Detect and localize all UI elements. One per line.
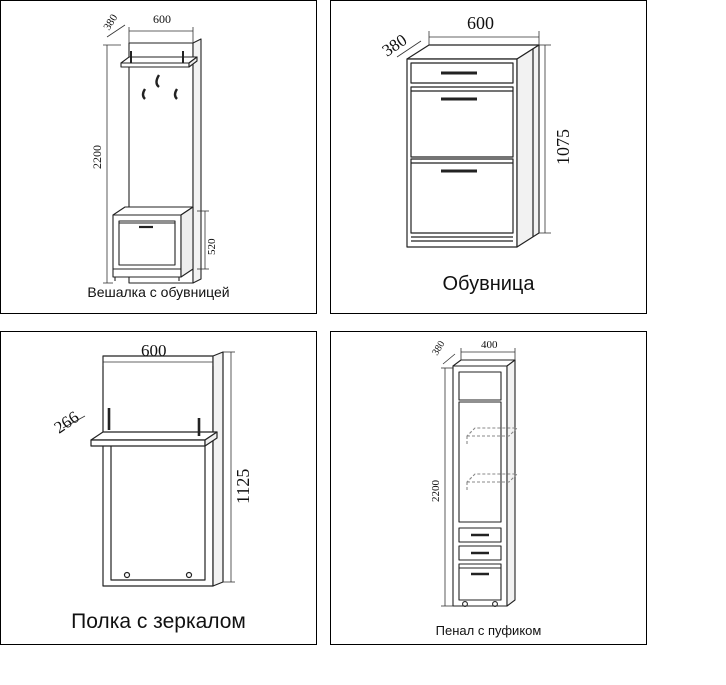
height-label: 1075 xyxy=(553,129,573,165)
depth-label: 380 xyxy=(379,30,411,60)
width-label: 600 xyxy=(467,13,494,33)
height-label: 1125 xyxy=(233,469,253,504)
panel-tall-cabinet-with-pouf: 400 380 2200 Пенал с пуфиком xyxy=(330,331,647,645)
low-height-label: 520 xyxy=(206,238,218,255)
mirror-shelf-drawing: 600 266 1125 xyxy=(51,341,253,587)
shoe-cabinet-drawing: 600 380 1075 xyxy=(379,13,573,248)
panel-shelf-with-mirror: 600 266 1125 Полка с зеркалом xyxy=(0,331,317,645)
panel-hall-stand-with-shoe-cabinet: 600 380 2200 520 Вешалка с обувницей xyxy=(0,0,317,314)
width-label: 600 xyxy=(141,341,167,360)
depth-label: 266 xyxy=(51,407,83,437)
depth-label: 380 xyxy=(430,339,447,358)
height-label: 2200 xyxy=(430,480,442,503)
width-label: 600 xyxy=(153,12,171,26)
panel-caption: Пенал с пуфиком xyxy=(435,623,542,638)
panel-shoe-cabinet: 600 380 1075 Обувница xyxy=(330,0,647,314)
height-label: 2200 xyxy=(90,145,104,169)
panel-caption: Вешалка с обувницей xyxy=(87,284,230,300)
tall-cabinet-drawing: 400 380 2200 xyxy=(430,339,518,607)
width-label: 400 xyxy=(481,339,498,351)
panel-caption: Обувница xyxy=(442,273,535,295)
hall-stand-drawing: 600 380 2200 520 xyxy=(90,12,218,284)
panel-caption: Полка с зеркалом xyxy=(71,610,246,633)
